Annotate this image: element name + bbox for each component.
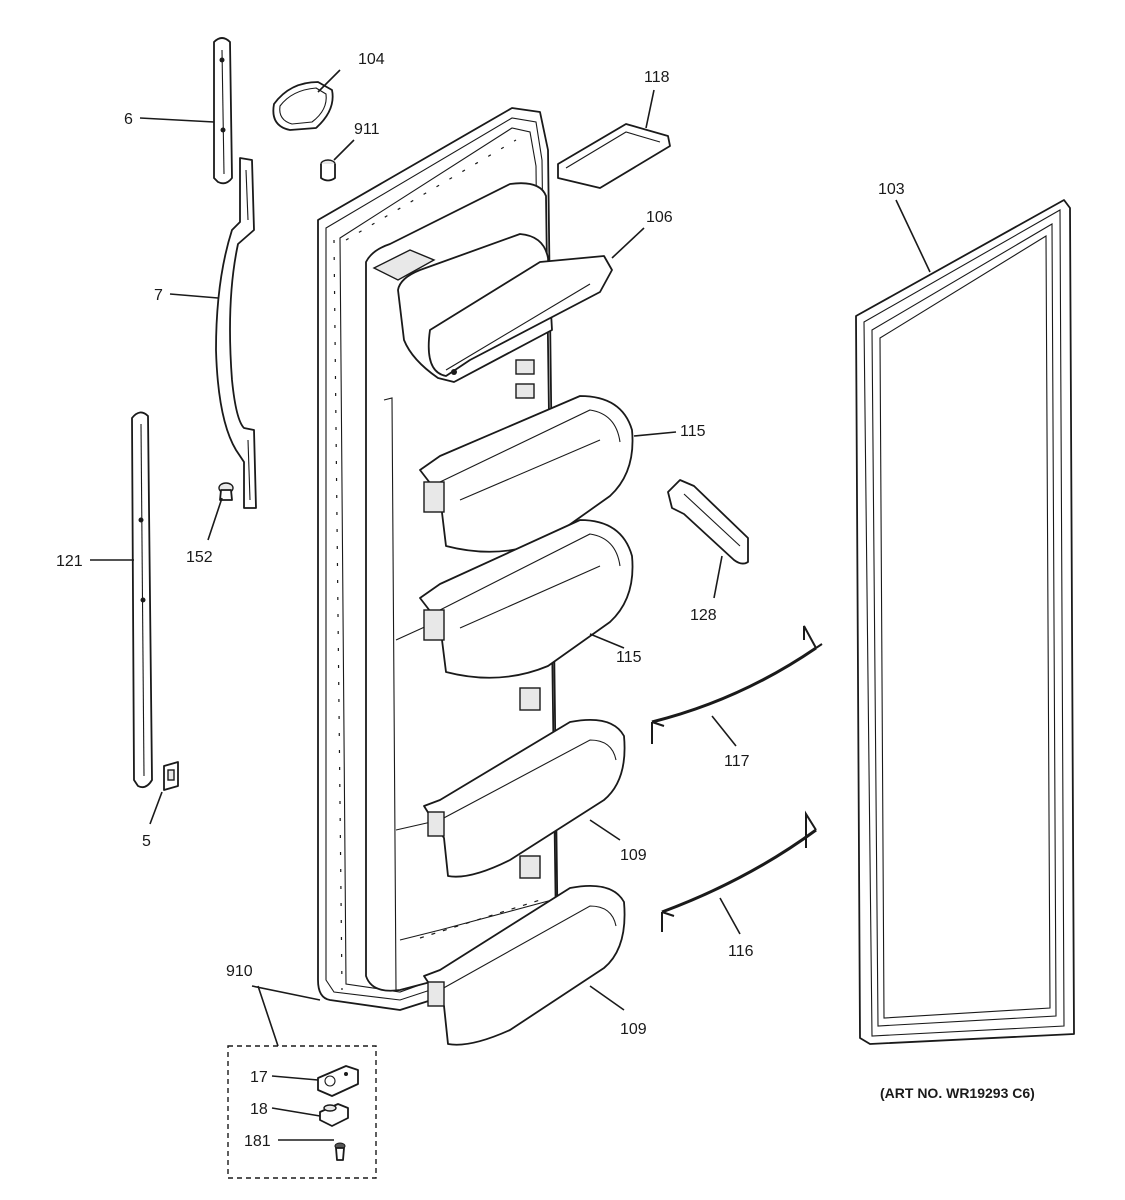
part-118-tray bbox=[557, 123, 671, 189]
label-128: 128 bbox=[690, 607, 717, 624]
label-910: 910 bbox=[226, 963, 253, 980]
label-104: 104 bbox=[358, 51, 385, 68]
label-7: 7 bbox=[154, 287, 163, 304]
label-17: 17 bbox=[250, 1069, 268, 1086]
label-115-upper: 115 bbox=[680, 423, 706, 440]
label-911: 911 bbox=[354, 121, 380, 138]
part-911-plug bbox=[320, 159, 336, 182]
label-6: 6 bbox=[124, 111, 133, 128]
part-115-bin-middle bbox=[419, 519, 634, 679]
part-7-handle bbox=[215, 157, 257, 509]
part-106-dairy-door bbox=[397, 233, 613, 383]
label-18: 18 bbox=[250, 1101, 268, 1118]
label-5: 5 bbox=[142, 833, 151, 850]
part-128-bracket bbox=[667, 479, 749, 565]
hinge-kit-box bbox=[227, 1045, 377, 1179]
label-152: 152 bbox=[186, 549, 213, 566]
leader-lines bbox=[90, 69, 931, 1141]
part-103-gasket bbox=[855, 199, 1075, 1045]
art-number: (ART NO. WR19293 C6) bbox=[880, 1085, 1035, 1101]
part-181-screw bbox=[334, 1142, 346, 1161]
part-152-screw bbox=[218, 482, 234, 501]
part-5-clip bbox=[163, 761, 179, 791]
label-118: 118 bbox=[644, 69, 670, 86]
part-104-badge bbox=[272, 81, 334, 131]
part-109-bin-bottom bbox=[423, 884, 626, 1046]
label-109-lower: 109 bbox=[620, 847, 647, 864]
label-103: 103 bbox=[878, 181, 905, 198]
part-121-side-trim bbox=[131, 411, 153, 789]
label-116: 116 bbox=[728, 943, 754, 960]
part-116-bar bbox=[661, 810, 817, 932]
part-18-hinge-pin bbox=[319, 1103, 349, 1127]
part-115-bin-upper bbox=[419, 395, 634, 553]
part-17-hinge-plate bbox=[317, 1065, 359, 1097]
part-6-handle-cap bbox=[213, 37, 233, 185]
label-109-bottom: 109 bbox=[620, 1021, 647, 1038]
part-117-bar bbox=[651, 625, 823, 744]
label-121: 121 bbox=[56, 553, 83, 570]
label-106: 106 bbox=[646, 209, 673, 226]
label-181: 181 bbox=[244, 1133, 271, 1150]
label-115-middle: 115 bbox=[616, 649, 642, 666]
label-117: 117 bbox=[724, 753, 750, 770]
part-109-bin-lower bbox=[423, 718, 626, 878]
